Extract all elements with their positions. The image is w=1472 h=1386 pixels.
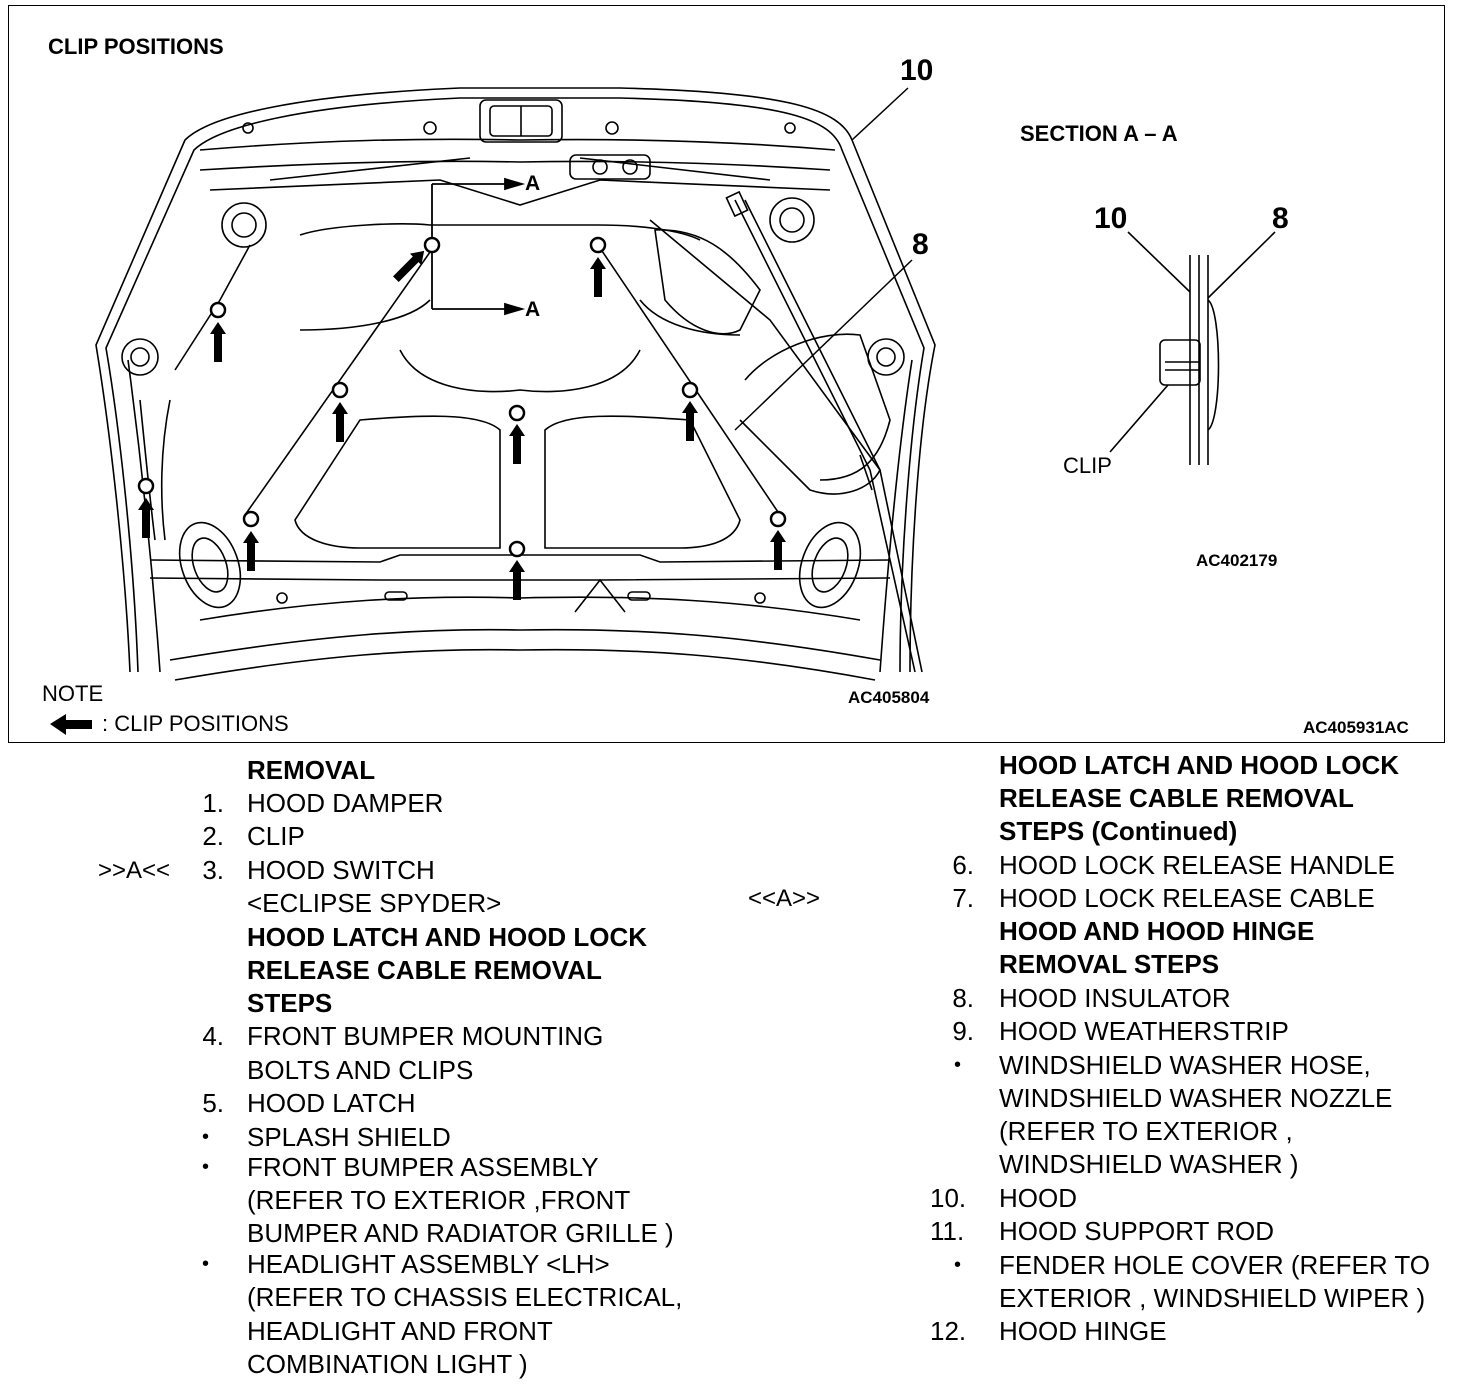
heading-continued-line1: HOOD LATCH AND HOOD LOCK [999,750,1400,780]
bullet-headlight-ref-end: COMBINATION LIGHT ) [247,1349,528,1379]
step-3-number: 3. [202,855,224,885]
clip-arrow-icons [138,245,786,600]
bullet-front-bumper: FRONT BUMPER ASSEMBLY [247,1152,599,1182]
bullet-fender-cover: FENDER HOLE COVER (REFER TO [999,1250,1430,1280]
bullet-icon: • [954,1254,962,1276]
step-5-text: HOOD LATCH [247,1088,416,1118]
step-3-text: HOOD SWITCH [247,855,435,885]
step-7-text: HOOD LOCK RELEASE CABLE [999,883,1375,913]
step-9-text: HOOD WEATHERSTRIP [999,1016,1289,1046]
section-callout-8: 8 [1272,202,1289,235]
figure-code-right: AC405931AC [1303,718,1409,737]
bullet-front-bumper-ref: (REFER TO EXTERIOR ,FRONT [247,1185,631,1215]
bullet-headlight-ref: (REFER TO CHASSIS ELECTRICAL, [247,1282,683,1312]
step-2-number: 2. [202,821,224,851]
step-3-service-mark: >>A<< [98,857,171,884]
step-8-number: 8. [952,983,974,1013]
bullet-headlight-ref-cont: HEADLIGHT AND FRONT [247,1316,553,1346]
note-label: NOTE [42,681,104,706]
step-12-number: 12. [930,1316,967,1346]
clip-positions-title: CLIP POSITIONS [48,34,224,59]
step-8-text: HOOD INSULATOR [999,983,1231,1013]
step-1-number: 1. [202,788,224,818]
section-line [431,177,526,316]
legend-arrow-icon [50,714,92,735]
bullet-front-bumper-ref-cont: BUMPER AND RADIATOR GRILLE ) [247,1218,674,1248]
step-7-number: 7. [952,883,974,913]
heading-continued-line3: STEPS (Continued) [999,816,1238,846]
step-10-number: 10. [930,1183,967,1213]
step-9-number: 9. [952,1016,974,1046]
clip-markers [137,236,787,558]
bullet-washer-ref-cont: WINDSHIELD WASHER ) [999,1149,1299,1179]
section-marker-bottom: A [525,298,541,321]
figure-frame [8,5,1445,743]
step-6-number: 6. [952,850,974,880]
section-callout-10: 10 [1094,202,1128,235]
section-title: SECTION A – A [1020,121,1178,146]
step-4-text: FRONT BUMPER MOUNTING [247,1021,604,1051]
callout-8: 8 [912,228,929,261]
bullet-washer-ref: (REFER TO EXTERIOR , [999,1116,1293,1146]
step-10-text: HOOD [999,1183,1077,1213]
step-3-note: <ECLIPSE SPYDER> [247,888,502,918]
step-1-text: HOOD DAMPER [247,788,444,818]
legend-text: : CLIP POSITIONS [102,711,289,736]
heading-latch-line1: HOOD LATCH AND HOOD LOCK [247,922,648,952]
step-4-text-cont: BOLTS AND CLIPS [247,1055,474,1085]
heading-continued-line2: RELEASE CABLE REMOVAL [999,783,1354,813]
section-marker-top: A [525,172,541,195]
bullet-headlight: HEADLIGHT ASSEMBLY <LH> [247,1249,610,1279]
figure-code-section: AC402179 [1196,551,1278,570]
step-7-service-mark: <<A>> [748,885,821,912]
figure-code-left: AC405804 [848,688,930,707]
bullet-icon: • [202,1156,210,1178]
clip-label: CLIP [1063,453,1112,478]
hood-diagram [50,87,1276,735]
step-4-number: 4. [202,1021,224,1051]
callout-10: 10 [900,54,934,87]
step-11-number: 11. [930,1216,965,1246]
heading-removal: REMOVAL [247,755,376,785]
heading-latch-line3: STEPS [247,988,333,1018]
step-12-text: HOOD HINGE [999,1316,1167,1346]
heading-latch-line2: RELEASE CABLE REMOVAL [247,955,602,985]
bullet-washer-hose: WINDSHIELD WASHER HOSE, [999,1050,1371,1080]
step-6-text: HOOD LOCK RELEASE HANDLE [999,850,1395,880]
step-11-text: HOOD SUPPORT ROD [999,1216,1274,1246]
bullet-icon: • [202,1126,210,1148]
step-2-text: CLIP [247,821,305,851]
heading-hinge-line1: HOOD AND HOOD HINGE [999,916,1315,946]
bullet-icon: • [202,1253,210,1275]
bullet-splash-shield: SPLASH SHIELD [247,1122,451,1152]
bullet-fender-cover-ref: EXTERIOR , WINDSHIELD WIPER ) [999,1283,1426,1313]
bullet-icon: • [954,1054,962,1076]
section-detail [1109,231,1276,465]
bullet-washer-nozzle: WINDSHIELD WASHER NOZZLE [999,1083,1393,1113]
callout-leaders [734,87,913,431]
heading-hinge-line2: REMOVAL STEPS [999,949,1220,979]
step-5-number: 5. [202,1088,224,1118]
